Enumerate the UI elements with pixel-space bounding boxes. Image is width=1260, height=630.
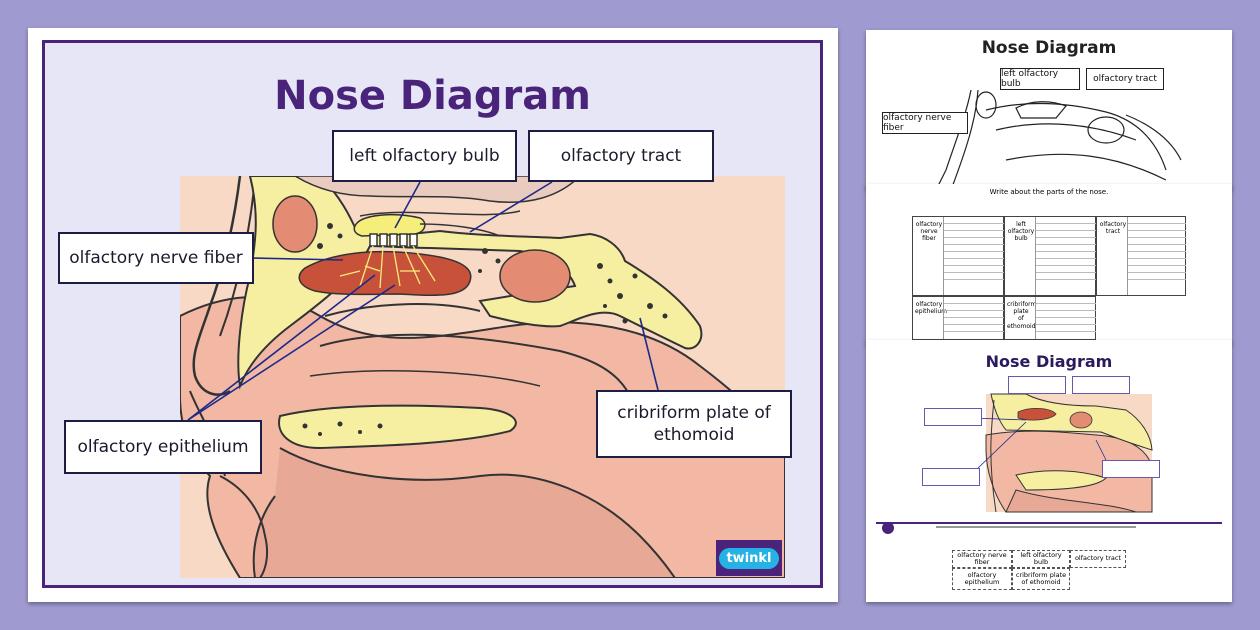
worksheet-cell: olfactory epithelium [912, 296, 1004, 340]
worksheet-grid: olfactory nerve fiber left olfactory bul… [912, 216, 1186, 340]
blank-label-box[interactable] [922, 468, 980, 486]
thumbnail-title: Nose Diagram [981, 38, 1117, 58]
page-title: Nose Diagram [274, 73, 591, 119]
twinkl-logo: twinkl [716, 540, 782, 576]
label-text-line2: ethomoid [653, 425, 735, 445]
cutout-label: olfactory epithelium [952, 568, 1012, 590]
label-text: olfactory epithelium [77, 436, 249, 457]
worksheet-cell-line1: left [1016, 221, 1026, 228]
blank-label-box[interactable] [1008, 376, 1066, 394]
blank-label-box[interactable] [1072, 376, 1130, 394]
writing-lines [1127, 217, 1186, 295]
thumbnail-worksheet: Write about the parts of the nose. olfac… [866, 184, 1232, 344]
worksheet-cell-line1: olfactory [915, 301, 943, 308]
blank-label-box[interactable] [924, 408, 982, 426]
nose-cross-section-illustration [180, 176, 785, 578]
worksheet-cell-line2: olfactory [1007, 228, 1035, 236]
thumbnail-blank-diagram: Nose Diagram olfactory nerve fiber left … [866, 340, 1232, 602]
writing-lines [1035, 217, 1096, 295]
writing-lines [943, 217, 1004, 295]
worksheet-cell-line3: fiber [922, 235, 936, 243]
worksheet-cell-line2: plate [1013, 308, 1029, 316]
cutout-label: olfactory nerve fiber [952, 550, 1012, 568]
label-text: olfactory tract [560, 145, 682, 166]
thumbnail-label-olfactory-nerve-fiber: olfactory nerve fiber [882, 112, 968, 134]
thumbnail-title: Nose Diagram [985, 352, 1113, 371]
worksheet-cell: olfactory nerve fiber [912, 216, 1004, 296]
writing-lines [943, 297, 1004, 339]
thumbnail-labelled-diagram: Nose Diagram left olfactory bulb olfacto… [866, 30, 1232, 190]
worksheet-heading: Write about the parts of the nose. [989, 188, 1109, 196]
label-text-line1: cribriform plate of [617, 402, 771, 423]
label-olfactory-tract: olfactory tract [528, 130, 714, 182]
worksheet-cell-line1: cribriform [1007, 301, 1037, 308]
label-text: left olfactory bulb [349, 145, 500, 166]
thumbnail-line-drawing [935, 89, 1182, 190]
label-left-olfactory-bulb: left olfactory bulb [332, 130, 517, 182]
thumbnail-label-olfactory-tract: olfactory tract [1086, 68, 1164, 90]
blank-label-box[interactable] [1102, 460, 1160, 478]
worksheet-cell-line3: bulb [1014, 235, 1028, 243]
label-olfactory-nerve-fiber: olfactory nerve fiber [58, 232, 254, 284]
logo-text: twinkl [719, 547, 779, 569]
cutout-label-strip: olfactory nerve fiber left olfactory bul… [952, 550, 1126, 592]
worksheet-cell: left olfactory bulb [1004, 216, 1096, 296]
worksheet-cell-line1: olfactory [915, 221, 943, 228]
thumbnail-color-illustration [876, 393, 1222, 534]
writing-lines [1035, 297, 1096, 339]
label-olfactory-epithelium: olfactory epithelium [64, 420, 262, 474]
worksheet-cell: cribriform plate of ethomoid [1004, 296, 1096, 340]
worksheet-cell-line3: of ethomoid [1007, 315, 1036, 330]
worksheet-cell: olfactory tract [1096, 216, 1186, 296]
cutout-label: olfactory tract [1070, 550, 1126, 568]
thumbnail-label-left-olfactory-bulb: left olfactory bulb [1000, 68, 1080, 90]
label-text: olfactory nerve fiber [69, 247, 243, 268]
cutout-label: left olfactory bulb [1012, 550, 1070, 568]
worksheet-cell-line1: olfactory [1099, 221, 1127, 228]
worksheet-cell-line2: epithelium [915, 308, 947, 316]
worksheet-cell-line2: nerve [920, 228, 938, 236]
cutout-label: cribriform plate of ethomoid [1012, 568, 1070, 590]
label-cribriform-plate: cribriform plate of ethomoid [596, 390, 792, 458]
worksheet-cell-line2: tract [1105, 228, 1121, 236]
